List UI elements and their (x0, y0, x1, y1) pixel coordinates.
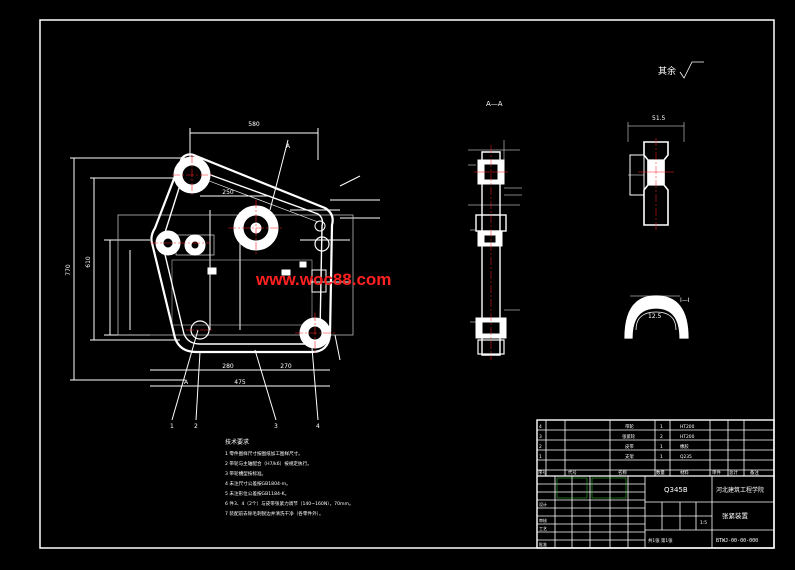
detail-dim-top: 51.5 (652, 115, 666, 122)
dim-bottom-left: 280 (222, 363, 234, 370)
svg-text:Q235: Q235 (680, 454, 692, 460)
bom-rows: 4 带轮 1 HT200 3 张紧轮 2 HT200 2 皮带 1 橡胶 1 支… (539, 423, 695, 460)
svg-text:HT200: HT200 (680, 424, 695, 430)
svg-text:2: 2 (539, 444, 542, 450)
svg-text:1: 1 (660, 424, 663, 430)
tech-req-item: 5 未注形位公差按GB1184-K。 (225, 490, 289, 497)
bom-header-cell: 单件 (712, 469, 721, 476)
bom-header-cell: 备注 (750, 469, 759, 476)
section-a-a-centerline (474, 145, 508, 360)
title-block (536, 419, 775, 549)
tech-req-item: 2 带轮与主轴配合（H7/k6）按规定执行。 (225, 460, 312, 467)
front-view-dimensions: 580 770 610 250 280 270 475 A A 1 2 3 4 (65, 121, 320, 430)
sign-label: 审核 (539, 517, 547, 523)
section-mark-bottom: A (184, 379, 189, 386)
svg-text:4: 4 (539, 424, 542, 430)
tech-req-item: 3 带轮槽型按标准。 (225, 470, 266, 477)
bom-header-cell: 代号 (568, 469, 577, 476)
sign-label: 设计 (539, 501, 547, 507)
part-ref-2: 2 (194, 423, 198, 430)
bom-row: 3 张紧轮 2 HT200 (539, 433, 695, 440)
dim-top: 580 (248, 121, 260, 128)
title-drawing-number: BTWJ-00-00-000 (716, 538, 758, 544)
bom-row: 2 皮带 1 橡胶 (539, 443, 689, 450)
section-a-a-label: A—A (486, 100, 503, 108)
svg-text:HT200: HT200 (680, 434, 695, 440)
bom-header-cell: 序号 (538, 469, 547, 476)
tech-req-item: 7 装配前去除毛刺锐边并清洗干净（各零件外）。 (225, 510, 324, 517)
svg-text:橡胶: 橡胶 (680, 443, 689, 450)
svg-text:张紧轮: 张紧轮 (622, 433, 636, 440)
title-scale: 1:5 (700, 520, 707, 526)
svg-text:皮带: 皮带 (625, 443, 634, 450)
part-ref-1: 1 (170, 423, 174, 430)
title-drawing-name: 张紧装置 (722, 511, 749, 520)
bom-header-cell: 材料 (680, 469, 689, 476)
detail-label-bottom: I—I (680, 297, 690, 304)
dim-bottom-total: 475 (234, 379, 246, 386)
part-ref-4: 4 (316, 423, 320, 430)
tech-req-title: 技术要求 (225, 438, 249, 446)
svg-text:1: 1 (660, 444, 663, 450)
bom-header-cell: 总计 (729, 469, 738, 476)
surface-finish-note: 其余 (658, 61, 704, 79)
watermark: www.woc88.com (255, 270, 391, 289)
bom-header-cell: 数量 (656, 469, 665, 476)
tech-req-item: 6 件3、4（2个）与皮带张紧力调节（140~160N），70mm。 (225, 500, 354, 507)
dim-left-outer: 770 (65, 264, 72, 276)
dim-left-inner: 610 (85, 256, 92, 268)
bom-header: 序号 代号 名称 数量 材料 单件 总计 备注 (538, 469, 759, 476)
tech-req-item: 4 未注尺寸公差按GB1804-m。 (225, 480, 291, 487)
tech-requirements: 技术要求 1 零件图样尺寸按图纸加工图样尺寸。 2 带轮与主轴配合（H7/k6）… (225, 438, 354, 517)
bom-row: 1 支架 1 Q235 (539, 453, 692, 460)
svg-text:3: 3 (539, 434, 542, 440)
surface-finish-text: 其余 (658, 65, 676, 77)
front-view (70, 128, 380, 421)
dim-bottom-right: 270 (280, 363, 292, 370)
section-mark-top: A (286, 143, 291, 150)
center-lines (150, 155, 335, 353)
detail-dim-bottom: 12.5 (648, 313, 662, 320)
sign-label: 工艺 (539, 526, 547, 531)
title-sheet: 共1张 第1张 (648, 537, 673, 544)
bom-row: 4 带轮 1 HT200 (539, 423, 695, 430)
part-ref-3: 3 (274, 423, 278, 430)
sign-label: 批准 (539, 541, 547, 547)
tech-req-item: 1 零件图样尺寸按图纸加工图样尺寸。 (225, 450, 303, 457)
drawing-border (39, 19, 775, 549)
dim-mid: 250 (222, 189, 234, 196)
detail-centerline (638, 138, 674, 232)
title-school: 河北建筑工程学院 (716, 486, 764, 494)
title-block-green-cells (556, 477, 627, 499)
svg-text:1: 1 (539, 454, 542, 460)
bom-header-cell: 名称 (618, 469, 627, 476)
title-model: Q345B (664, 486, 688, 494)
svg-text:1: 1 (660, 454, 663, 460)
svg-text:支架: 支架 (625, 453, 634, 460)
svg-text:2: 2 (660, 434, 663, 440)
svg-text:带轮: 带轮 (625, 423, 634, 430)
